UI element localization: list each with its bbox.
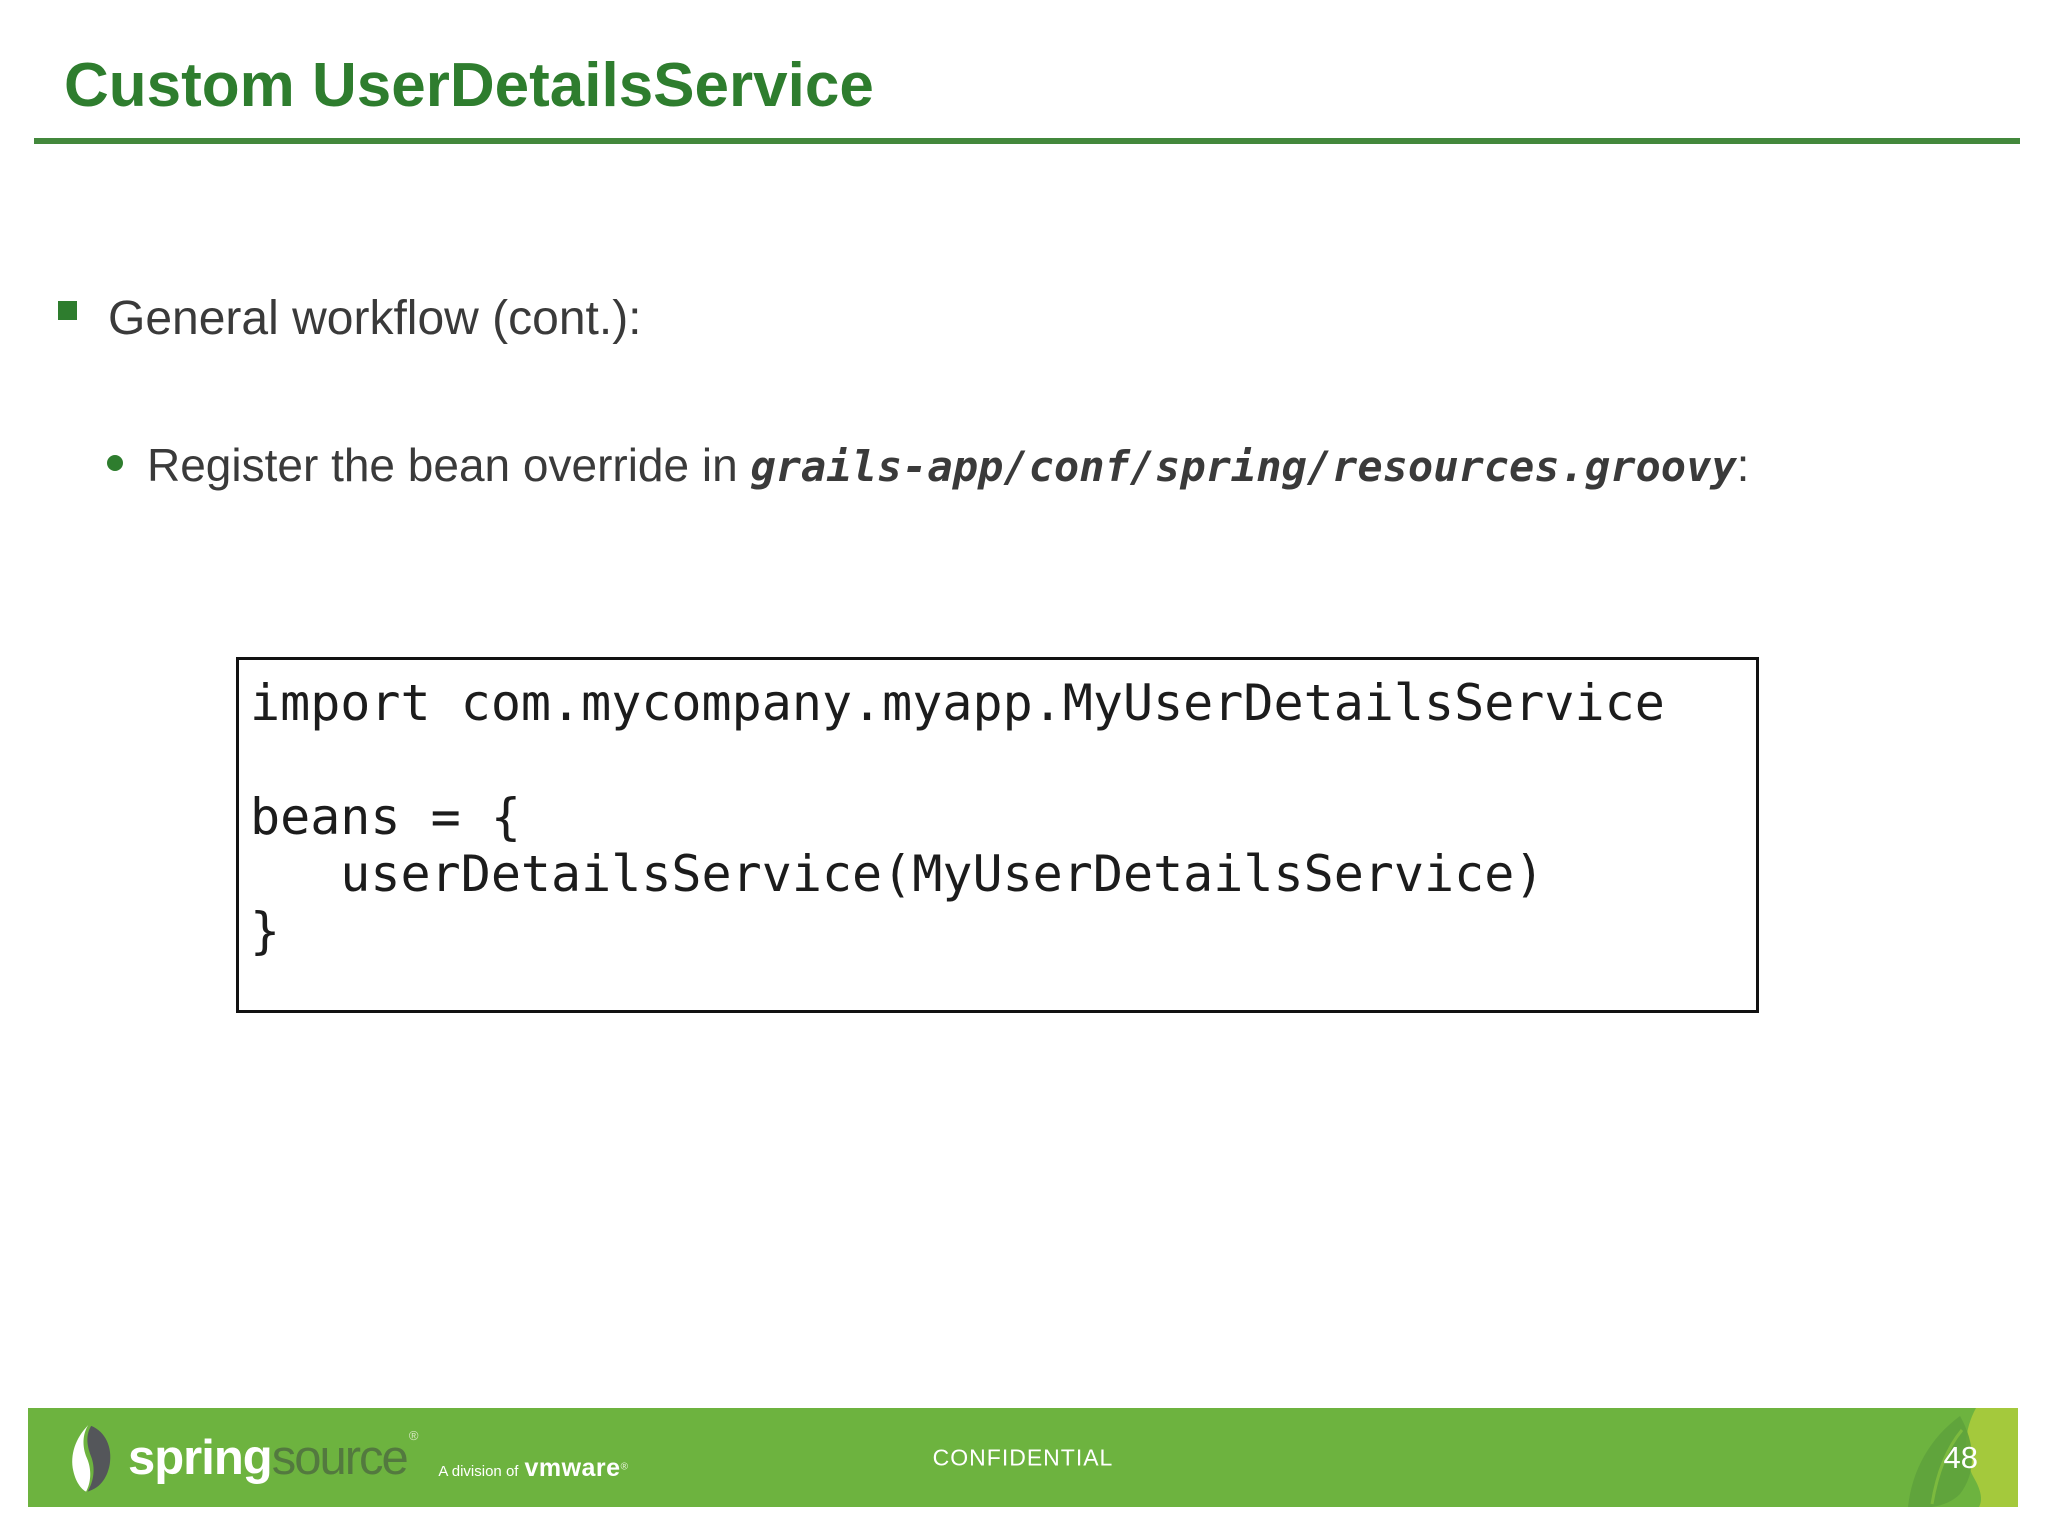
brand-spring-text: spring <box>128 1430 273 1485</box>
bullet-item-level2: Register the bean override in grails-app… <box>0 436 2048 506</box>
square-bullet-icon <box>58 301 77 320</box>
brand-source-text: source <box>271 1430 409 1485</box>
vmware-wordmark: vmware <box>524 1454 621 1482</box>
dot-bullet-icon <box>107 455 123 471</box>
division-line: A division of vmware® <box>438 1454 628 1507</box>
springsource-leaf-icon <box>72 1424 111 1492</box>
code-text: import com.mycompany.myapp.MyUserDetails… <box>250 674 1665 960</box>
confidential-label: CONFIDENTIAL <box>932 1444 1114 1470</box>
division-label: A division of <box>438 1463 519 1480</box>
bullet-item-level1: General workflow (cont.): <box>0 288 2048 358</box>
bullet2-text: Register the bean override in grails-app… <box>147 436 1749 496</box>
page-title: Custom UserDetailsService <box>64 51 874 120</box>
inline-code-path: grails-app/conf/spring/resources.groovy <box>750 442 1737 491</box>
registered-mark: ® <box>408 1428 419 1443</box>
code-block: import com.mycompany.myapp.MyUserDetails… <box>236 657 1759 1013</box>
bullet2-prefix: Register the bean override in <box>147 439 751 491</box>
page-number: 48 <box>1943 1439 1978 1475</box>
bullet1-text: General workflow (cont.): <box>108 292 642 345</box>
leaf-decoration <box>1908 1408 2018 1507</box>
title-underline <box>34 138 2020 144</box>
vmware-registered-mark: ® <box>620 1461 628 1473</box>
bullet2-suffix: : <box>1736 439 1750 491</box>
